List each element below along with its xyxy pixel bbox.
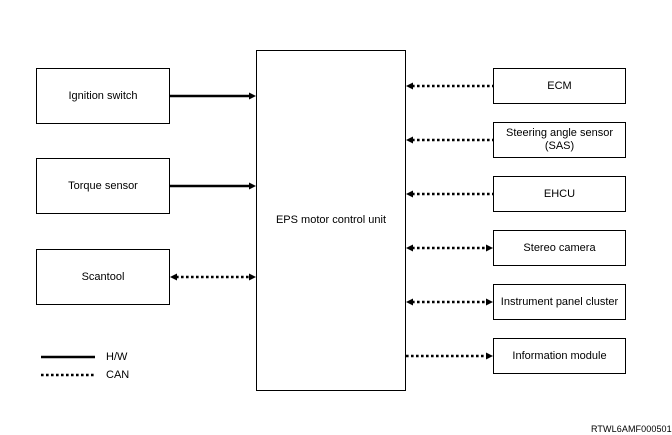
stereo-camera-label: Stereo camera bbox=[523, 241, 596, 254]
legend-hw-label: H/W bbox=[106, 351, 128, 363]
ignition-switch-arrow-head bbox=[249, 92, 256, 100]
eps-motor-control-unit-label: EPS motor control unit bbox=[275, 214, 387, 226]
eps-motor-control-unit-box: EPS motor control unit bbox=[256, 50, 406, 391]
stereo-camera-box: Stereo camera bbox=[493, 230, 626, 266]
ecm-arrow-head bbox=[406, 82, 413, 90]
legend-can-label: CAN bbox=[106, 369, 130, 381]
ignition-switch-label: Ignition switch bbox=[68, 89, 138, 102]
torque-sensor-box: Torque sensor bbox=[36, 158, 170, 214]
scantool-arrow-head bbox=[249, 273, 256, 281]
instrument-panel-cluster-arrow-head bbox=[406, 298, 413, 306]
stereo-camera-arrow-head bbox=[406, 244, 413, 252]
stereo-camera-outgoing-arrow-head bbox=[486, 244, 493, 252]
scantool-return-arrow-head bbox=[170, 273, 177, 281]
steering-angle-sensor-abbrev: (SAS) bbox=[544, 140, 575, 152]
ehcu-box: EHCU bbox=[493, 176, 626, 212]
instrument-panel-cluster-outgoing-arrow-head bbox=[486, 298, 493, 306]
steering-angle-sensor-arrow-head bbox=[406, 136, 413, 144]
ehcu-label: EHCU bbox=[543, 187, 576, 200]
scantool-box: Scantool bbox=[36, 249, 170, 305]
ehcu-arrow-head bbox=[406, 190, 413, 198]
ignition-switch-box: Ignition switch bbox=[36, 68, 170, 124]
scantool-label: Scantool bbox=[81, 270, 125, 283]
information-module-label: Information module bbox=[512, 349, 607, 362]
figure-code: RTWL6AMF000501 bbox=[591, 424, 672, 434]
instrument-panel-cluster-box: Instrument panel cluster bbox=[493, 284, 626, 320]
instrument-panel-cluster-label: Instrument panel cluster bbox=[500, 295, 619, 308]
ecm-label: ECM bbox=[547, 79, 572, 92]
steering-angle-sensor-box: Steering angle sensor (SAS) bbox=[493, 122, 626, 158]
information-module-box: Information module bbox=[493, 338, 626, 374]
ecm-box: ECM bbox=[493, 68, 626, 104]
torque-sensor-arrow-head bbox=[249, 182, 256, 190]
information-module-outgoing-arrow-head bbox=[486, 352, 493, 360]
torque-sensor-label: Torque sensor bbox=[68, 179, 138, 192]
steering-angle-sensor-label: Steering angle sensor bbox=[505, 127, 613, 139]
